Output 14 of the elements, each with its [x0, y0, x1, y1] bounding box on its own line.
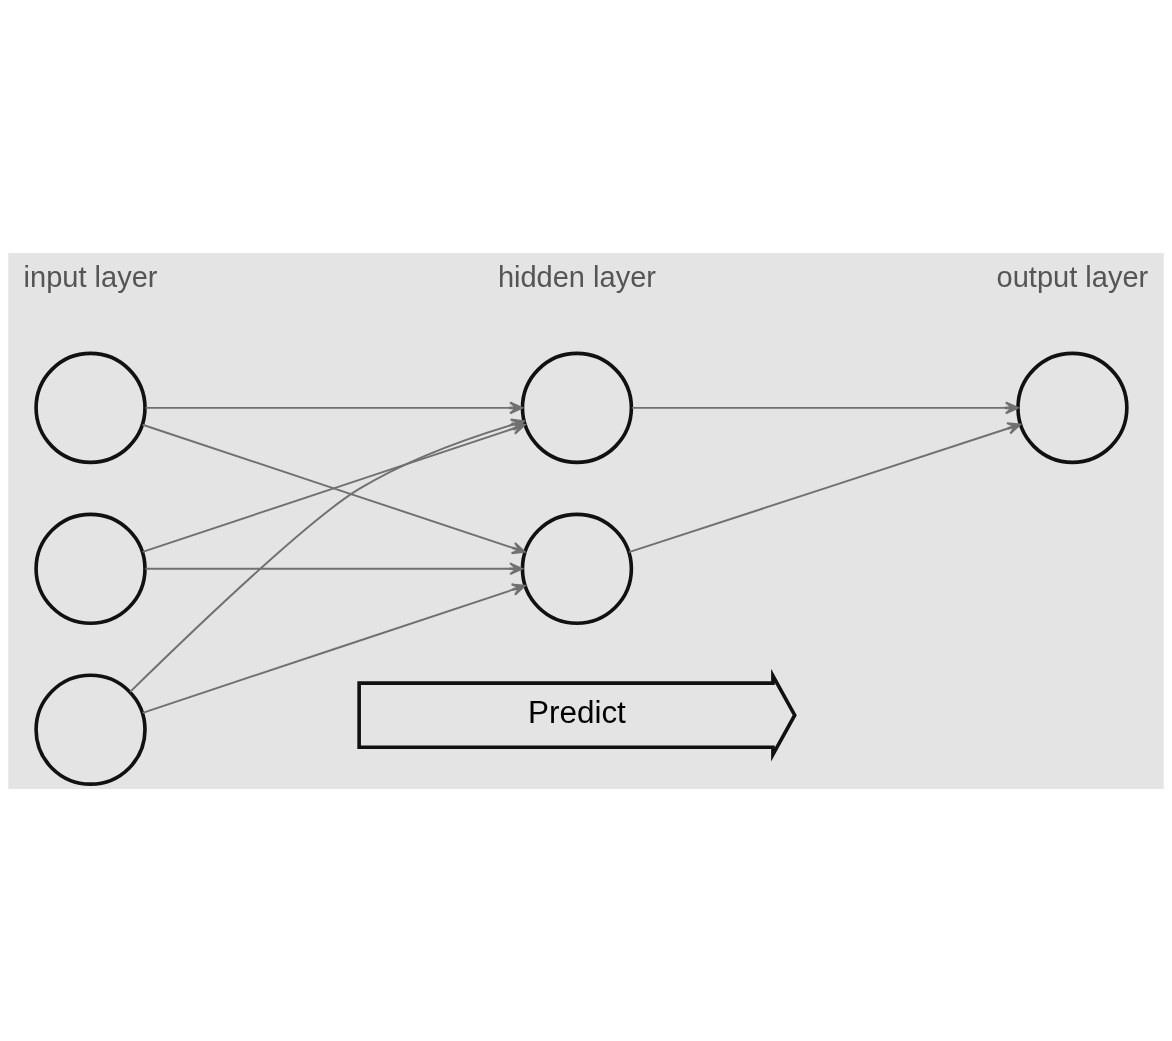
node-circle — [1016, 351, 1129, 464]
arrow — [144, 400, 524, 414]
node-circle — [34, 351, 147, 464]
label: input layer — [23, 260, 158, 293]
node-circle — [34, 672, 147, 786]
label: hidden layer — [497, 260, 656, 293]
arrow — [628, 421, 1022, 553]
label: output layer — [996, 260, 1149, 293]
arrow — [144, 561, 524, 575]
arrow — [141, 582, 526, 714]
arrow — [630, 400, 1019, 414]
node-circle — [34, 512, 147, 625]
node-circle — [520, 351, 634, 464]
node-circle — [520, 512, 634, 625]
